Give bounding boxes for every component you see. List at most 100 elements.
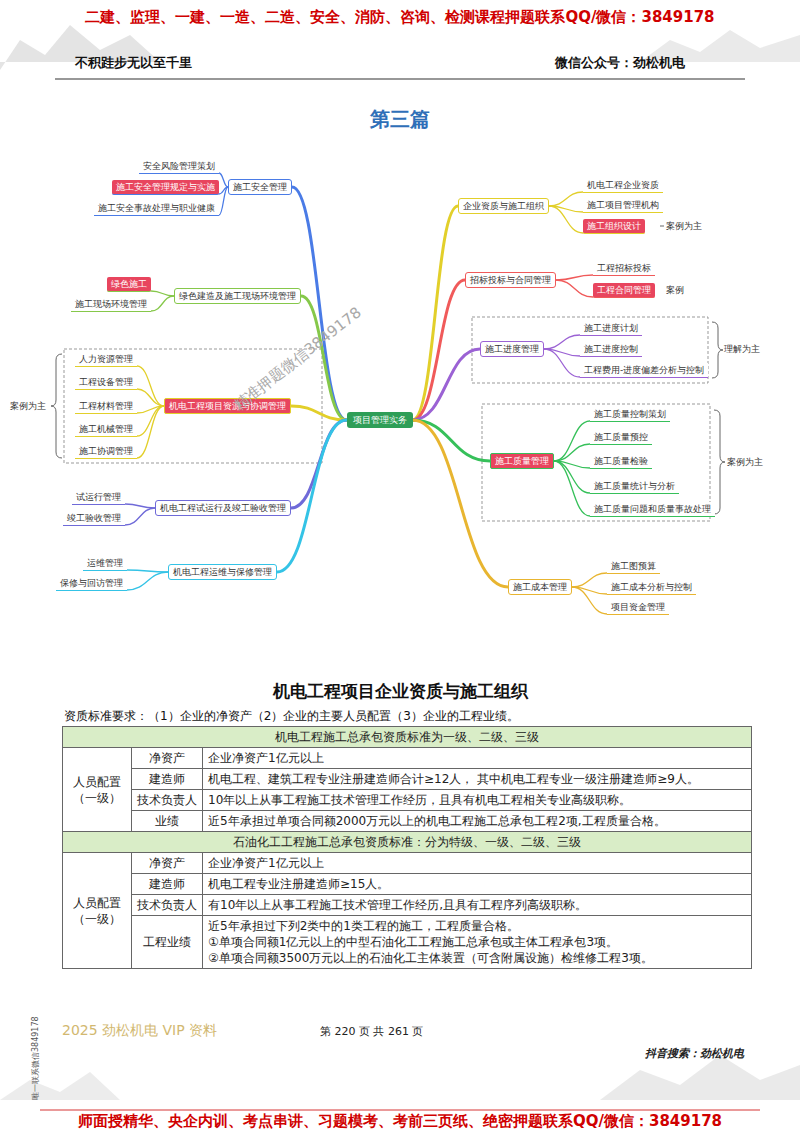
leaf-topic: 人力资源管理 [75,352,137,367]
table-cell: 人员配置 （一级） [63,748,132,832]
branch-connector [137,366,164,406]
topic-text: 机电工程项目资源与协调管理 [169,401,286,411]
table-cell: 净资产 [132,748,203,769]
table-cell: 近5年承担过下列2类中的1类工程的施工，工程质量合格。①单项合同额1亿元以上的中… [203,916,752,969]
branch-topic: 招标投标与合同管理 [465,272,556,288]
topic-text: 工程招标投标 [597,263,651,273]
topic-text: 施工协调管理 [79,446,133,456]
table-cell: 10年以上从事工程施工技术管理工作经历，且具有机电工程相关专业高级职称。 [203,790,752,811]
leaf-topic: 竣工验收管理 [63,511,125,526]
table-cell: 业绩 [132,811,203,832]
cell-text: 有10年以上从事工程施工技术管理工作经历,且具有工程序列高级职称。 [208,898,587,912]
branch-topic: 施工安全管理 [228,179,292,195]
leaf-topic: 施工组织设计 [583,219,645,234]
branch-connector [413,349,481,420]
table-cell: 建造师 [132,769,203,790]
topic-text: 施工质量问题和质量事故处理 [594,504,711,514]
topic-text: 施工安全事故处理与职业健康 [98,203,215,213]
cell-text: 近5年承担过下列2类中的1类工程的施工，工程质量合格。 [208,918,746,934]
leaf-topic: 施工安全管理规定与实施 [112,180,219,195]
leaf-topic: 工程材料管理 [75,399,137,414]
leaf-topic: 工程费用-进度偏差分析与控制 [580,363,708,378]
topic-text: 施工项目管理机构 [587,200,659,210]
topic-text: 企业资质与施工组织 [463,201,544,211]
branch-connector [413,420,491,461]
leaf-topic: 机电工程企业资质 [583,178,663,193]
cell-text: 机电工程专业注册建造师≥15人。 [208,877,389,891]
branch-connector [544,335,580,349]
cell-text: 净资产 [149,856,185,870]
leaf-topic: 施工质量统计与分析 [590,479,679,494]
topic-text: 施工成本管理 [513,582,567,592]
cell-text: 工程业绩 [143,935,191,949]
table-cell: 石油化工工程施工总承包资质标准：分为特级、一级、二级、三级 [63,832,752,853]
page-label: 案例为主 [727,456,763,469]
branch-topic: 绿色建造及施工现场环境管理 [174,288,301,304]
cell-text: 机电工程、建筑工程专业注册建造师合计≥12人， 其中机电工程专业一级注册建造师≥… [208,772,699,786]
page-label: 2025 劲松机电 VIP 资料 [62,1022,217,1040]
page-title: 第三篇 [0,106,800,133]
cell-text: 建造师 [149,877,185,891]
table-cell: 机电工程、建筑工程专业注册建造师合计≥12人， 其中机电工程专业一级注册建造师≥… [203,769,752,790]
table-cell: 技术负责人 [132,790,203,811]
leaf-topic: 施工机械管理 [75,422,137,437]
page-label: 不积跬步无以至千里 [75,54,192,72]
table-row: 石油化工工程施工总承包资质标准：分为特级、一级、二级、三级 [63,832,752,853]
cell-text: ①单项合同额1亿元以上的中型石油化工工程施工总承包或主体工程承包3项。 [208,934,746,950]
topic-text: 竣工验收管理 [67,513,121,523]
cell-text: 业绩 [155,814,179,828]
bracket [712,322,723,378]
branch-connector [544,349,580,377]
mountain-art [0,1072,120,1100]
table-cell: 工程业绩 [132,916,203,969]
topic-text: 施工质量控制策划 [594,409,666,419]
table-row: 人员配置 （一级）净资产企业净资产1亿元以上 [63,748,752,769]
page-label: 案例为主 [10,400,46,413]
branch-topic: 企业资质与施工组织 [458,198,549,214]
leaf-topic: 施工现场环境管理 [71,297,151,312]
table-row: 工程业绩近5年承担过下列2类中的1类工程的施工，工程质量合格。①单项合同额1亿元… [63,916,752,969]
leaf-topic: 施工进度计划 [580,321,642,336]
topic-text: 施工进度计划 [584,323,638,333]
branch-connector [125,504,155,508]
branch-topic: 施工进度管理 [480,341,544,357]
leaf-topic: 施工成本分析与控制 [607,580,696,595]
bracket [714,410,725,514]
page-label: 理解为主 [724,343,760,356]
table-row: 技术负责人有10年以上从事工程施工技术管理工作经历,且具有工程序列高级职称。 [63,895,752,916]
leader [660,226,664,227]
topic-text: 招标投标与合同管理 [470,275,551,285]
leaf-topic: 运维管理 [83,556,127,571]
banner-text: 二建、监理、一建、一造、二造、安全、消防、咨询、检测课程押题联系QQ/微信：38… [0,8,800,27]
topic-text: 试运行管理 [76,492,121,502]
branch-connector [413,206,459,420]
cell-text: 10年以上从事工程施工技术管理工作经历，且具有机电工程相关专业高级职称。 [208,793,631,807]
leaf-topic: 安全风险管理策划 [139,159,219,174]
table-cell: 人员配置 （一级） [63,853,132,969]
topic-text: 施工成本分析与控制 [611,582,692,592]
leaf-topic: 施工质量问题和质量事故处理 [590,502,715,517]
page-label: 资质标准要求：（1）企业的净资产（2）企业的主要人员配置（3）企业的工程业绩。 [64,708,519,725]
topic-text: 保修与回访管理 [60,578,123,588]
table-cell: 净资产 [132,853,203,874]
leaf-topic: 试运行管理 [72,490,125,505]
branch-topic: 机电工程试运行及竣工验收管理 [155,500,291,516]
leaf-topic: 施工项目管理机构 [583,198,663,213]
branch-connector [554,461,590,516]
banner-text: 师面授精华、央企内训、考点串讲、习题模考、考前三页纸、绝密押题联系QQ/微信：3… [0,1112,800,1131]
leaf-topic: 项目资金管理 [607,600,669,615]
table-cell: 企业净资产1亿元以上 [203,748,752,769]
cell-text: 净资产 [149,751,185,765]
branch-connector [125,508,155,525]
leaf-topic: 工程设备管理 [75,375,137,390]
topic-text: 施工质量管理 [495,456,549,466]
table-cell: 企业净资产1亿元以上 [203,853,752,874]
branch-connector [572,587,607,614]
topic-text: 施工进度控制 [584,344,638,354]
cell-text: 人员配置 （一级） [73,775,121,805]
watermark: 精准押题微信3849178 [230,303,365,415]
table-cell: 机电工程施工总承包资质标准为一级、二级、三级 [63,727,752,748]
table-row: 机电工程施工总承包资质标准为一级、二级、三级 [63,727,752,748]
branch-topic: 机电工程运维与保修管理 [168,564,277,580]
